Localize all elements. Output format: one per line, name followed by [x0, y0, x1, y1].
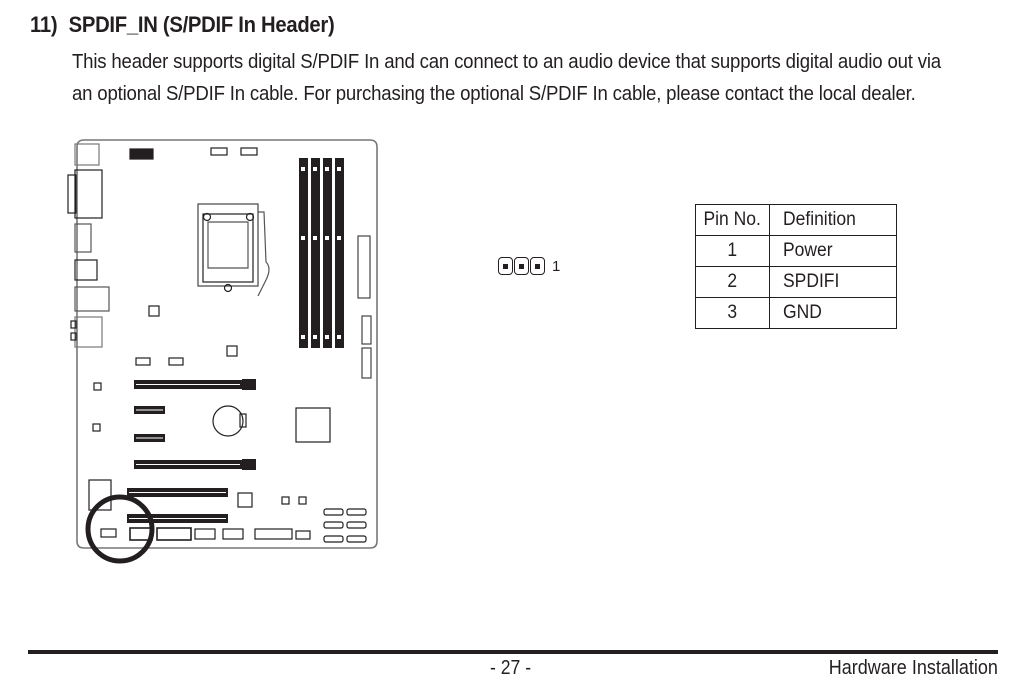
description-line-1: This header supports digital S/PDIF In a…	[72, 51, 941, 73]
pin-3-icon	[498, 257, 513, 275]
pin-number: 2	[695, 266, 770, 298]
pin-2-icon	[514, 257, 529, 275]
section-title-text: SPDIF_IN (S/PDIF In Header)	[68, 12, 335, 37]
page-number: - 27 -	[490, 657, 532, 679]
pin-definition: GND	[769, 297, 897, 329]
pin-1-icon	[530, 257, 545, 275]
header-definition: Definition	[769, 204, 897, 236]
spdif-pin-header-diagram: 1	[498, 256, 560, 276]
header-pin-no: Pin No.	[695, 204, 770, 236]
footer-divider	[28, 650, 998, 654]
motherboard-layout-icon	[67, 139, 378, 564]
pin-definition: Power	[769, 235, 897, 267]
section-title: 11) SPDIF_IN (S/PDIF In Header)	[30, 12, 335, 38]
description-line-2: an optional S/PDIF In cable. For purchas…	[72, 83, 916, 105]
pin-number: 3	[695, 297, 770, 329]
table-header-row: Pin No. Definition	[695, 204, 897, 236]
pin-1-label: 1	[552, 257, 561, 275]
section-number: 11)	[30, 12, 58, 37]
pin-definition: SPDIFI	[769, 266, 897, 298]
table-row: 2 SPDIFI	[695, 266, 897, 298]
location-circle-icon	[85, 494, 155, 564]
table-row: 1 Power	[695, 235, 897, 267]
section-description: This header supports digital S/PDIF In a…	[72, 46, 1002, 110]
pin-definition-table: Pin No. Definition 1 Power 2 SPDIFI 3 GN…	[695, 204, 897, 329]
footer-section-name: Hardware Installation	[828, 657, 998, 679]
table-row: 3 GND	[695, 297, 897, 329]
pin-number: 1	[695, 235, 770, 267]
